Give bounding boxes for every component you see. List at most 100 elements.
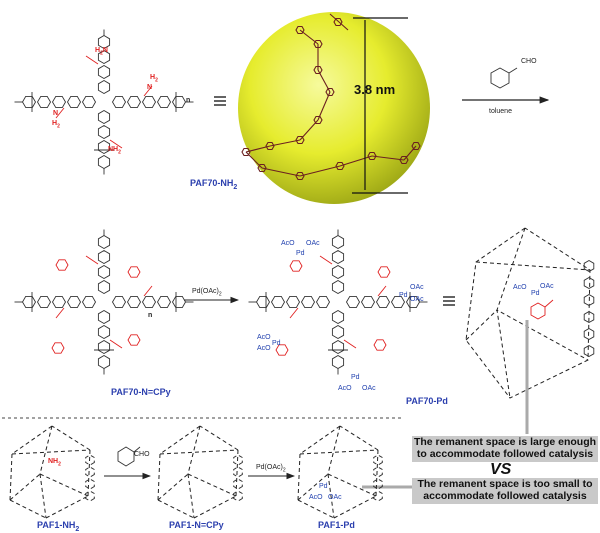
aldehyde-label: CHO — [521, 58, 537, 65]
benzene-ring — [265, 141, 275, 151]
pd-salt-label-70: Pd(OAc)2 — [192, 288, 222, 298]
atom-oac-cage: OAc — [540, 283, 554, 290]
benzene-ring — [66, 95, 82, 109]
benzene-ring — [315, 295, 331, 309]
bond — [39, 473, 47, 519]
benzene-ring — [325, 87, 335, 97]
atom-pd-right: Pd — [399, 292, 408, 299]
benzene-ring — [583, 327, 595, 341]
atom-n-left: N — [53, 110, 59, 117]
atom-pd-bottom: Pd — [351, 374, 360, 381]
atom-aco-left-1: AcO — [257, 334, 271, 341]
atom-aco-cage: AcO — [513, 284, 527, 291]
benzene-ring — [126, 295, 142, 309]
benzene-ring — [85, 454, 95, 466]
bond — [299, 449, 379, 455]
bond — [85, 255, 99, 265]
benzene-ring — [233, 490, 243, 502]
benzene-ring — [97, 139, 111, 155]
benzene-ring — [313, 65, 323, 75]
pore-sphere — [238, 12, 430, 204]
bond — [157, 499, 195, 519]
benzene-ring — [97, 339, 111, 355]
equivalence-sign-1 — [214, 96, 226, 106]
benzene-ring — [156, 295, 172, 309]
benzene-ring — [141, 95, 157, 109]
benzene-ring — [97, 109, 111, 125]
benzene-ring — [583, 344, 595, 358]
benzene-ring — [85, 490, 95, 502]
benzene-ring — [390, 295, 406, 309]
benzene-ring — [127, 266, 141, 278]
atom-n-right: N — [147, 84, 153, 91]
benzene-ring — [126, 95, 142, 109]
benzene-ring — [97, 79, 111, 95]
benzene-ring — [331, 339, 345, 355]
benzene-ring — [331, 309, 345, 325]
equivalence-sign-2 — [443, 296, 455, 306]
paf70-pd-label: PAF70-Pd — [406, 396, 448, 406]
bond — [375, 449, 379, 497]
atom-pd-cage: Pd — [531, 290, 540, 297]
benzene-ring — [97, 34, 111, 50]
bond — [339, 425, 379, 451]
bond — [143, 285, 153, 297]
benzene-ring — [233, 478, 243, 490]
versus-label: VS — [490, 461, 512, 478]
benzene-ring — [171, 295, 187, 309]
paf1-nh2-cage — [9, 425, 95, 519]
arrow-condensation-paf1 — [104, 446, 152, 480]
benzene-ring — [36, 295, 52, 309]
benzene-ring — [399, 155, 409, 165]
benzene-ring — [295, 25, 305, 35]
bond — [55, 107, 65, 119]
benzene-ring — [335, 161, 345, 171]
bond — [9, 499, 47, 519]
benzene-ring — [583, 293, 595, 307]
bond — [377, 285, 387, 297]
paf70-ncpy-structure — [14, 229, 194, 375]
benzene-ring — [331, 279, 345, 295]
atom-nh2-paf1: NH2 — [48, 458, 61, 468]
paf1-pd-cage — [297, 425, 383, 519]
paf70-pd-site — [530, 299, 554, 320]
benzene-ring — [373, 454, 383, 466]
bond — [157, 473, 189, 501]
paf70-pd-biphenyl-strut — [583, 259, 595, 358]
bond — [85, 55, 99, 65]
atom-oac-right-2: OAc — [410, 296, 424, 303]
bond — [299, 425, 341, 455]
atom-aco-top: AcO — [281, 240, 295, 247]
benzene-ring — [313, 39, 323, 49]
paf70-ncpy-label: PAF70-N=CPy — [111, 387, 171, 397]
pore-size-label: 3.8 nm — [354, 82, 396, 97]
bond — [109, 139, 123, 149]
benzene-ring — [583, 276, 595, 290]
atom-oac-bottom: OAc — [362, 385, 376, 392]
benzene-ring — [373, 339, 387, 351]
bond — [371, 155, 405, 161]
bond — [333, 495, 377, 519]
bond — [235, 449, 239, 497]
bond — [193, 495, 237, 519]
benzene-ring — [85, 466, 95, 478]
benzene-ring — [377, 266, 391, 278]
atom-aco-bottom: AcO — [338, 385, 352, 392]
benzene-ring — [241, 147, 251, 157]
bond — [187, 425, 201, 475]
benzene-ring — [331, 264, 345, 280]
paf70-pd-structure — [248, 229, 428, 375]
bond — [11, 449, 91, 455]
atom-h2-right: H2 — [150, 74, 158, 84]
atom-nh2-top: H2N — [95, 47, 108, 57]
benzene-ring — [313, 115, 323, 125]
bond — [317, 91, 331, 121]
benzene-ring — [81, 295, 97, 309]
paf1-pd-label: PAF1-Pd — [318, 520, 355, 530]
benzene-ring — [171, 95, 187, 109]
atom-aco-paf1: AcO — [309, 494, 323, 501]
benzene-ring — [331, 234, 345, 250]
benzene-ring — [97, 354, 111, 370]
benzene-ring — [373, 490, 383, 502]
bond — [9, 453, 13, 501]
